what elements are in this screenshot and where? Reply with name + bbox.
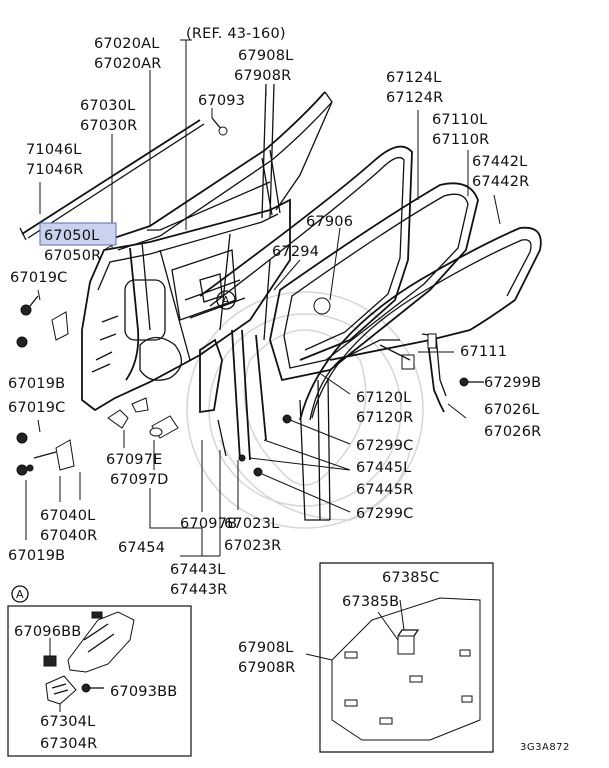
part-callout-67299c[interactable]: 67299C	[356, 438, 413, 454]
part-callout-67120l[interactable]: 67120L	[356, 390, 411, 406]
part-callout-67023l[interactable]: 67023L	[224, 516, 279, 532]
part-callout-67019c[interactable]: 67019C	[10, 270, 67, 286]
part-callout-67050l[interactable]: 67050L	[44, 228, 99, 244]
part-callout-67019b[interactable]: 67019B	[8, 376, 65, 392]
part-callout-67110l[interactable]: 67110L	[432, 112, 487, 128]
part-callout-67445l[interactable]: 67445L	[356, 460, 411, 476]
inset-a-box: A	[7, 585, 192, 757]
part-callout-67385b[interactable]: 67385B	[342, 594, 399, 610]
reference-note: (REF. 43-160)	[186, 26, 286, 42]
part-callout-71046r[interactable]: 71046R	[26, 162, 83, 178]
leader-lines	[25, 39, 501, 557]
part-callout-67096bb[interactable]: 67096BB	[14, 624, 81, 640]
part-callout-67026l[interactable]: 67026L	[484, 402, 539, 418]
part-callout-67120r[interactable]: 67120R	[356, 410, 413, 426]
highlighted-part-box[interactable]	[39, 222, 117, 246]
part-callout-67020al[interactable]: 67020AL	[94, 36, 160, 52]
part-callout-67124l[interactable]: 67124L	[386, 70, 441, 86]
part-callout-67304l[interactable]: 67304L	[40, 714, 95, 730]
part-callout-67023r[interactable]: 67023R	[224, 538, 281, 554]
part-callout-67908r[interactable]: 67908R	[234, 68, 291, 84]
part-callout-67294[interactable]: 67294	[272, 244, 319, 260]
inset-a-label: A	[16, 588, 24, 601]
part-callout-67385c[interactable]: 67385C	[382, 570, 439, 586]
part-callout-67050r[interactable]: 67050R	[44, 248, 101, 264]
part-number-callouts: 67020AL 67020AR 67908L 67908R 67093 67030L 670…	[8, 36, 541, 752]
part-callout-67299b[interactable]: 67299B	[484, 375, 541, 391]
part-callout-67093[interactable]: 67093	[198, 93, 245, 109]
part-callout-67040r[interactable]: 67040R	[40, 528, 97, 544]
part-callout-67442l[interactable]: 67442L	[472, 154, 527, 170]
door-inner-panel	[81, 91, 333, 412]
diagram-code: 3G3A872	[520, 742, 570, 753]
part-callout-67097d[interactable]: 67097D	[110, 472, 169, 488]
part-callout-67020ar[interactable]: 67020AR	[94, 56, 162, 72]
part-callout-67026r[interactable]: 67026R	[484, 424, 541, 440]
part-callout-67019c[interactable]: 67019C	[8, 400, 65, 416]
part-callout-67443l[interactable]: 67443L	[170, 562, 225, 578]
part-callout-67299c[interactable]: 67299C	[356, 506, 413, 522]
part-callout-67454[interactable]: 67454	[118, 540, 165, 556]
part-callout-67097b[interactable]: 67097B	[180, 516, 237, 532]
part-callout-67110r[interactable]: 67110R	[432, 132, 489, 148]
part-callout-67908r[interactable]: 67908R	[238, 660, 295, 676]
part-callout-67304r[interactable]: 67304R	[40, 736, 97, 752]
part-callout-71046l[interactable]: 71046L	[26, 142, 81, 158]
glass-and-weatherstrips	[199, 145, 542, 521]
part-callout-67124r[interactable]: 67124R	[386, 90, 443, 106]
part-callout-67019b[interactable]: 67019B	[8, 548, 65, 564]
inset-marker-on-door[interactable]: A	[216, 290, 236, 310]
part-callout-67097e[interactable]: 67097E	[106, 452, 163, 468]
part-callout-67030l[interactable]: 67030L	[80, 98, 135, 114]
part-callout-67445r[interactable]: 67445R	[356, 482, 413, 498]
trim-panel-inset	[305, 562, 494, 753]
part-callout-67111[interactable]: 67111	[460, 344, 507, 360]
hinge-hardware	[16, 295, 179, 476]
part-callout-67030r[interactable]: 67030R	[80, 118, 137, 134]
part-callout-67040l[interactable]: 67040L	[40, 508, 95, 524]
part-callout-67908l[interactable]: 67908L	[238, 48, 293, 64]
window-channel-trim	[19, 83, 275, 241]
part-callout-67443r[interactable]: 67443R	[170, 582, 227, 598]
inset-marker-label: A	[222, 294, 230, 307]
part-callout-67908l[interactable]: 67908L	[238, 640, 293, 656]
part-callout-67093bb[interactable]: 67093BB	[110, 684, 177, 700]
part-callout-67442r[interactable]: 67442R	[472, 174, 529, 190]
part-callout-67906[interactable]: 67906	[306, 214, 353, 230]
